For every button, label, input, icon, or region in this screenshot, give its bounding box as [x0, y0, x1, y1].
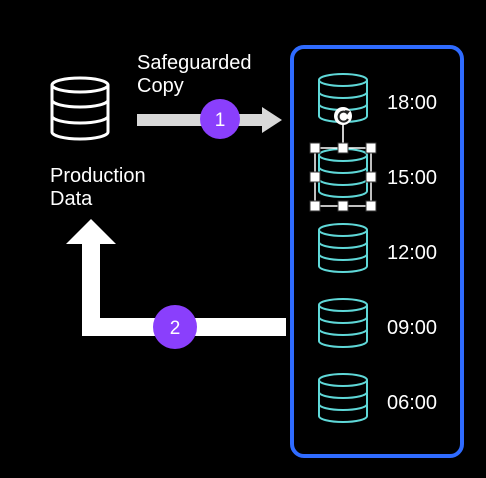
snapshot-database-icon[interactable]	[318, 223, 368, 273]
step-2-badge	[153, 305, 197, 349]
production-label-line-2: Data	[50, 188, 93, 210]
snapshot-time-label: 15:00	[387, 167, 438, 189]
rotate-handle-icon[interactable]	[334, 107, 352, 125]
restore-arrow	[66, 219, 286, 336]
production-label: Production Data	[50, 165, 146, 211]
snapshot-database-icon[interactable]	[318, 298, 368, 348]
step-1-number: 1	[215, 110, 226, 131]
copy-label-line-1: Safeguarded	[137, 52, 252, 74]
snapshot-database-icon[interactable]	[318, 373, 368, 423]
copy-label: Safeguarded Copy	[137, 52, 252, 98]
snapshot-time-label: 09:00	[387, 317, 438, 339]
snapshot-time-label: 06:00	[387, 392, 438, 414]
production-label-line-1: Production	[50, 165, 146, 187]
snapshot-time-label: 18:00	[387, 92, 438, 114]
copy-label-line-2: Copy	[137, 75, 184, 97]
selection-handles[interactable]	[309, 118, 377, 212]
snapshot-panel	[290, 45, 464, 458]
step-2-number: 2	[170, 318, 181, 339]
production-database-icon	[50, 76, 110, 141]
step-1-badge	[200, 99, 240, 139]
snapshot-time-label: 12:00	[387, 242, 438, 264]
snapshot-database-icon[interactable]	[318, 148, 368, 198]
